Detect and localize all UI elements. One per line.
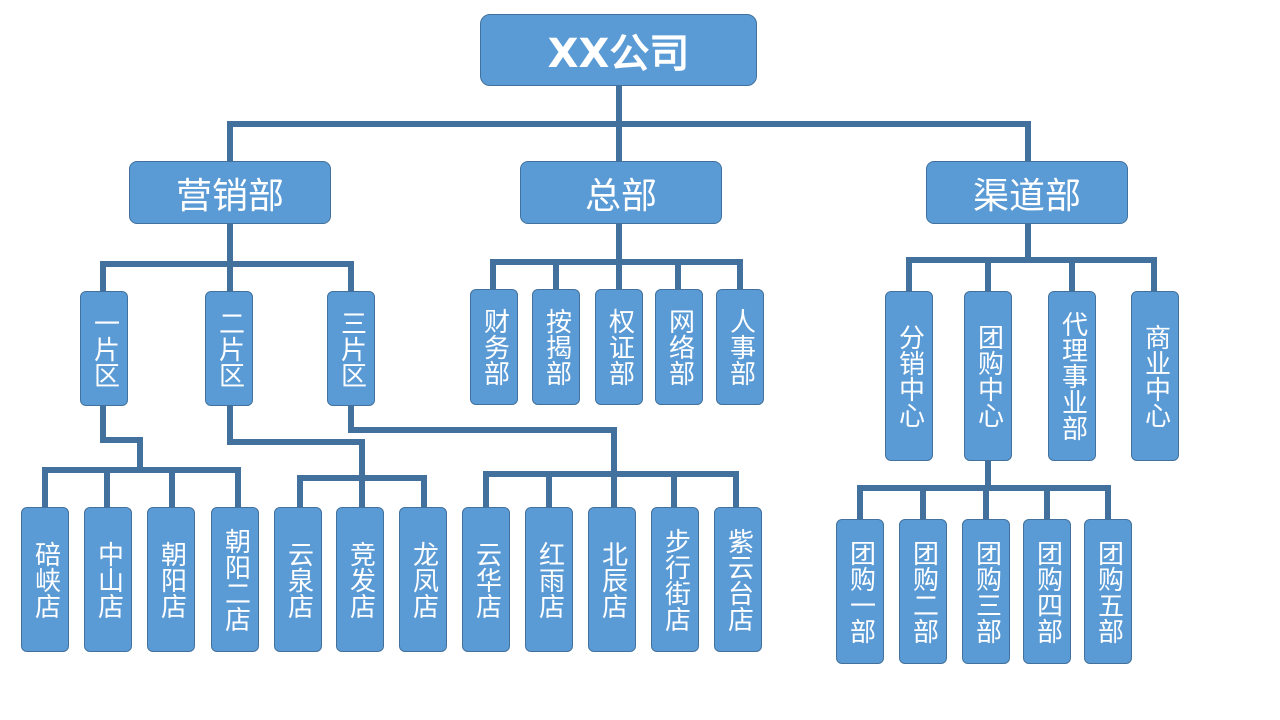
store-node: 碚峡店 xyxy=(21,507,69,652)
store-node: 龙凤店 xyxy=(399,507,447,652)
area-node-3: 三片区 xyxy=(327,291,375,406)
root-node-company: XX公司 xyxy=(480,14,757,86)
store-node: 中山店 xyxy=(84,507,132,652)
dept-node-hq: 总部 xyxy=(520,161,722,224)
dept-node-channel: 渠道部 xyxy=(926,161,1128,224)
area-node-2: 二片区 xyxy=(205,291,253,406)
group-buy-unit-node: 团购二部 xyxy=(899,519,947,664)
store-node: 朝阳店 xyxy=(147,507,195,652)
hq-unit-node-title: 权证部 xyxy=(595,289,643,405)
channel-unit-node-agency: 代理事业部 xyxy=(1048,291,1096,461)
store-node: 红雨店 xyxy=(525,507,573,652)
group-buy-unit-node: 团购三部 xyxy=(962,519,1010,664)
store-node: 朝阳二店 xyxy=(211,507,259,652)
hq-unit-node-hr: 人事部 xyxy=(716,289,764,405)
area-node-1: 一片区 xyxy=(80,291,128,406)
store-node: 北辰店 xyxy=(588,507,636,652)
group-buy-unit-node: 团购一部 xyxy=(836,519,884,664)
group-buy-unit-node: 团购四部 xyxy=(1023,519,1071,664)
hq-unit-node-mortgage: 按揭部 xyxy=(532,289,580,405)
channel-unit-node-distribution: 分销中心 xyxy=(885,291,933,461)
store-node: 紫云台店 xyxy=(714,507,762,652)
dept-node-marketing: 营销部 xyxy=(129,161,331,224)
hq-unit-node-network: 网络部 xyxy=(655,289,703,405)
group-buy-unit-node: 团购五部 xyxy=(1084,519,1132,664)
channel-unit-node-group-buy: 团购中心 xyxy=(964,291,1012,461)
store-node: 步行街店 xyxy=(651,507,699,652)
store-node: 云泉店 xyxy=(274,507,322,652)
hq-unit-node-finance: 财务部 xyxy=(470,289,518,405)
channel-unit-node-commercial: 商业中心 xyxy=(1131,291,1179,461)
store-node: 云华店 xyxy=(462,507,510,652)
store-node: 竞发店 xyxy=(336,507,384,652)
